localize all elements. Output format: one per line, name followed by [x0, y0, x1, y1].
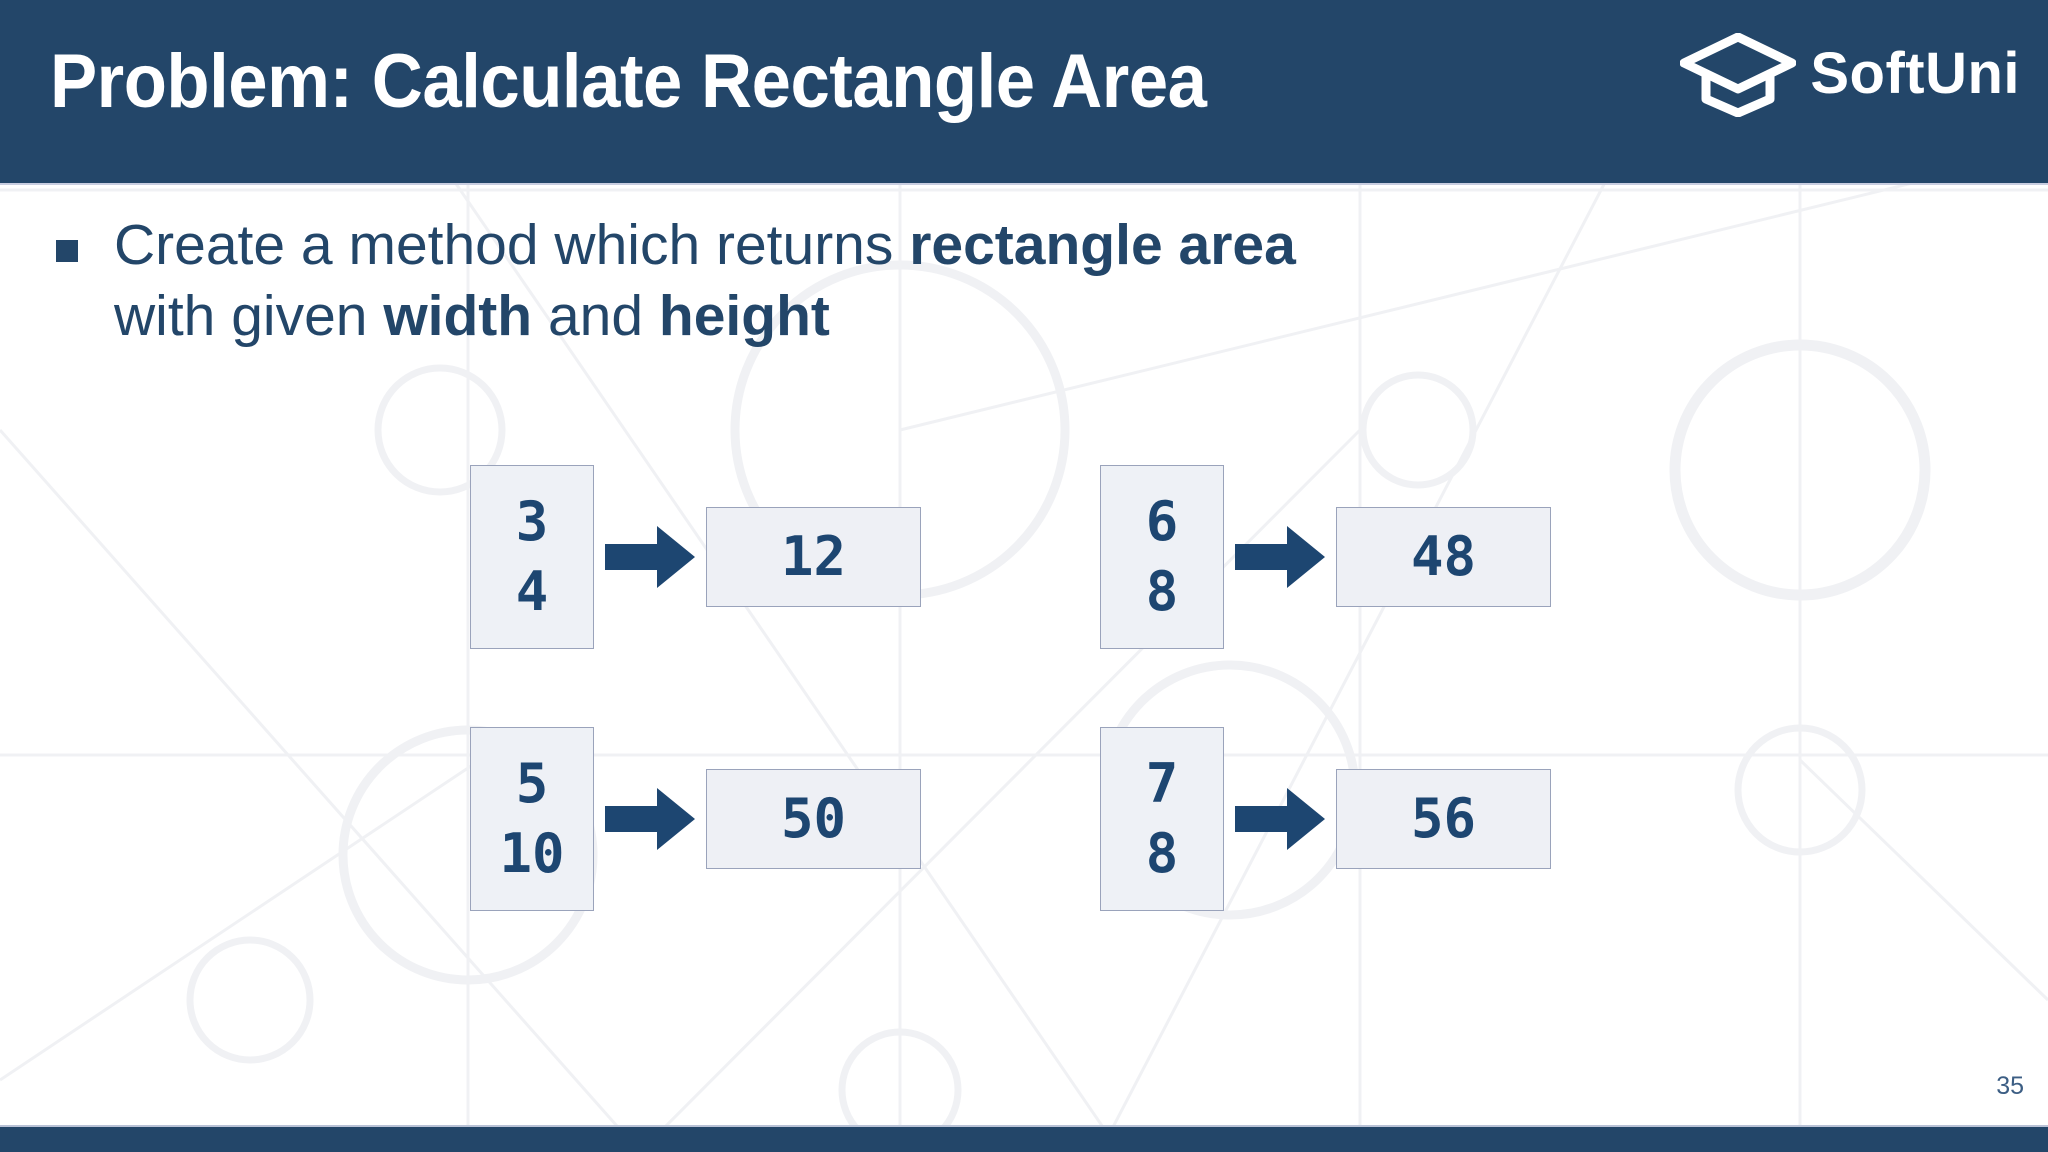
softuni-logo: SoftUni [1679, 22, 2020, 132]
example-4-input-width: 7 [1145, 752, 1179, 815]
example-4: 7 8 56 [1100, 727, 1551, 911]
example-1-output-box: 12 [706, 507, 921, 607]
bullet-line1-emphasis: rectangle area [909, 213, 1296, 277]
example-2: 6 8 48 [1100, 465, 1551, 649]
example-1-input-box: 3 4 [470, 465, 594, 649]
right-arrow-icon [605, 526, 695, 588]
footer-bar [0, 1125, 2048, 1152]
example-2-output-value: 48 [1410, 525, 1477, 588]
example-2-input-width: 6 [1145, 490, 1179, 553]
example-3-input-height: 10 [499, 822, 565, 885]
example-4-output-box: 56 [1336, 769, 1551, 869]
example-3-input-box: 5 10 [470, 727, 594, 911]
example-1-arrow [594, 524, 706, 590]
example-2-output-box: 48 [1336, 507, 1551, 607]
example-1-input-height: 4 [515, 560, 549, 623]
right-arrow-icon [1235, 788, 1325, 850]
right-arrow-icon [605, 788, 695, 850]
square-bullet-icon [56, 240, 78, 262]
bullet-line-2: with given width and height [114, 281, 1552, 352]
example-4-output-value: 56 [1410, 787, 1477, 850]
example-1-output-value: 12 [780, 525, 847, 588]
bullet-line2-emphasis-width: width [383, 283, 533, 348]
example-4-input-box: 7 8 [1100, 727, 1224, 911]
example-1: 3 4 12 [470, 465, 921, 649]
bullet-block: Create a method which returns rectangle … [52, 210, 1552, 351]
bullet-line1-lead: Create a method which returns [114, 213, 910, 277]
example-1-input-width: 3 [515, 490, 549, 553]
example-3: 5 10 50 [470, 727, 921, 911]
right-arrow-icon [1235, 526, 1325, 588]
bullet-line2-emphasis-height: height [658, 283, 830, 348]
example-4-arrow [1224, 786, 1336, 852]
example-2-arrow [1224, 524, 1336, 590]
example-3-output-box: 50 [706, 769, 921, 869]
bullet-line2-mid: and [532, 283, 659, 348]
example-4-input-height: 8 [1145, 822, 1179, 885]
page-title: Problem: Calculate Rectangle Area [50, 39, 1207, 124]
example-3-arrow [594, 786, 706, 852]
graduation-cap-icon [1679, 32, 1797, 122]
example-3-output-value: 50 [780, 787, 847, 850]
bullet-line2-lead: with given [114, 283, 384, 348]
slide-number: 35 [1996, 1072, 2024, 1100]
example-2-input-box: 6 8 [1100, 465, 1224, 649]
slide-header: Problem: Calculate Rectangle Area SoftUn… [0, 0, 2048, 183]
bullet-line-1: Create a method which returns rectangle … [114, 210, 1552, 281]
softuni-wordmark: SoftUni [1810, 41, 2020, 106]
example-3-input-width: 5 [515, 752, 549, 815]
example-2-input-height: 8 [1145, 560, 1179, 623]
bullet-text: Create a method which returns rectangle … [114, 210, 1552, 351]
